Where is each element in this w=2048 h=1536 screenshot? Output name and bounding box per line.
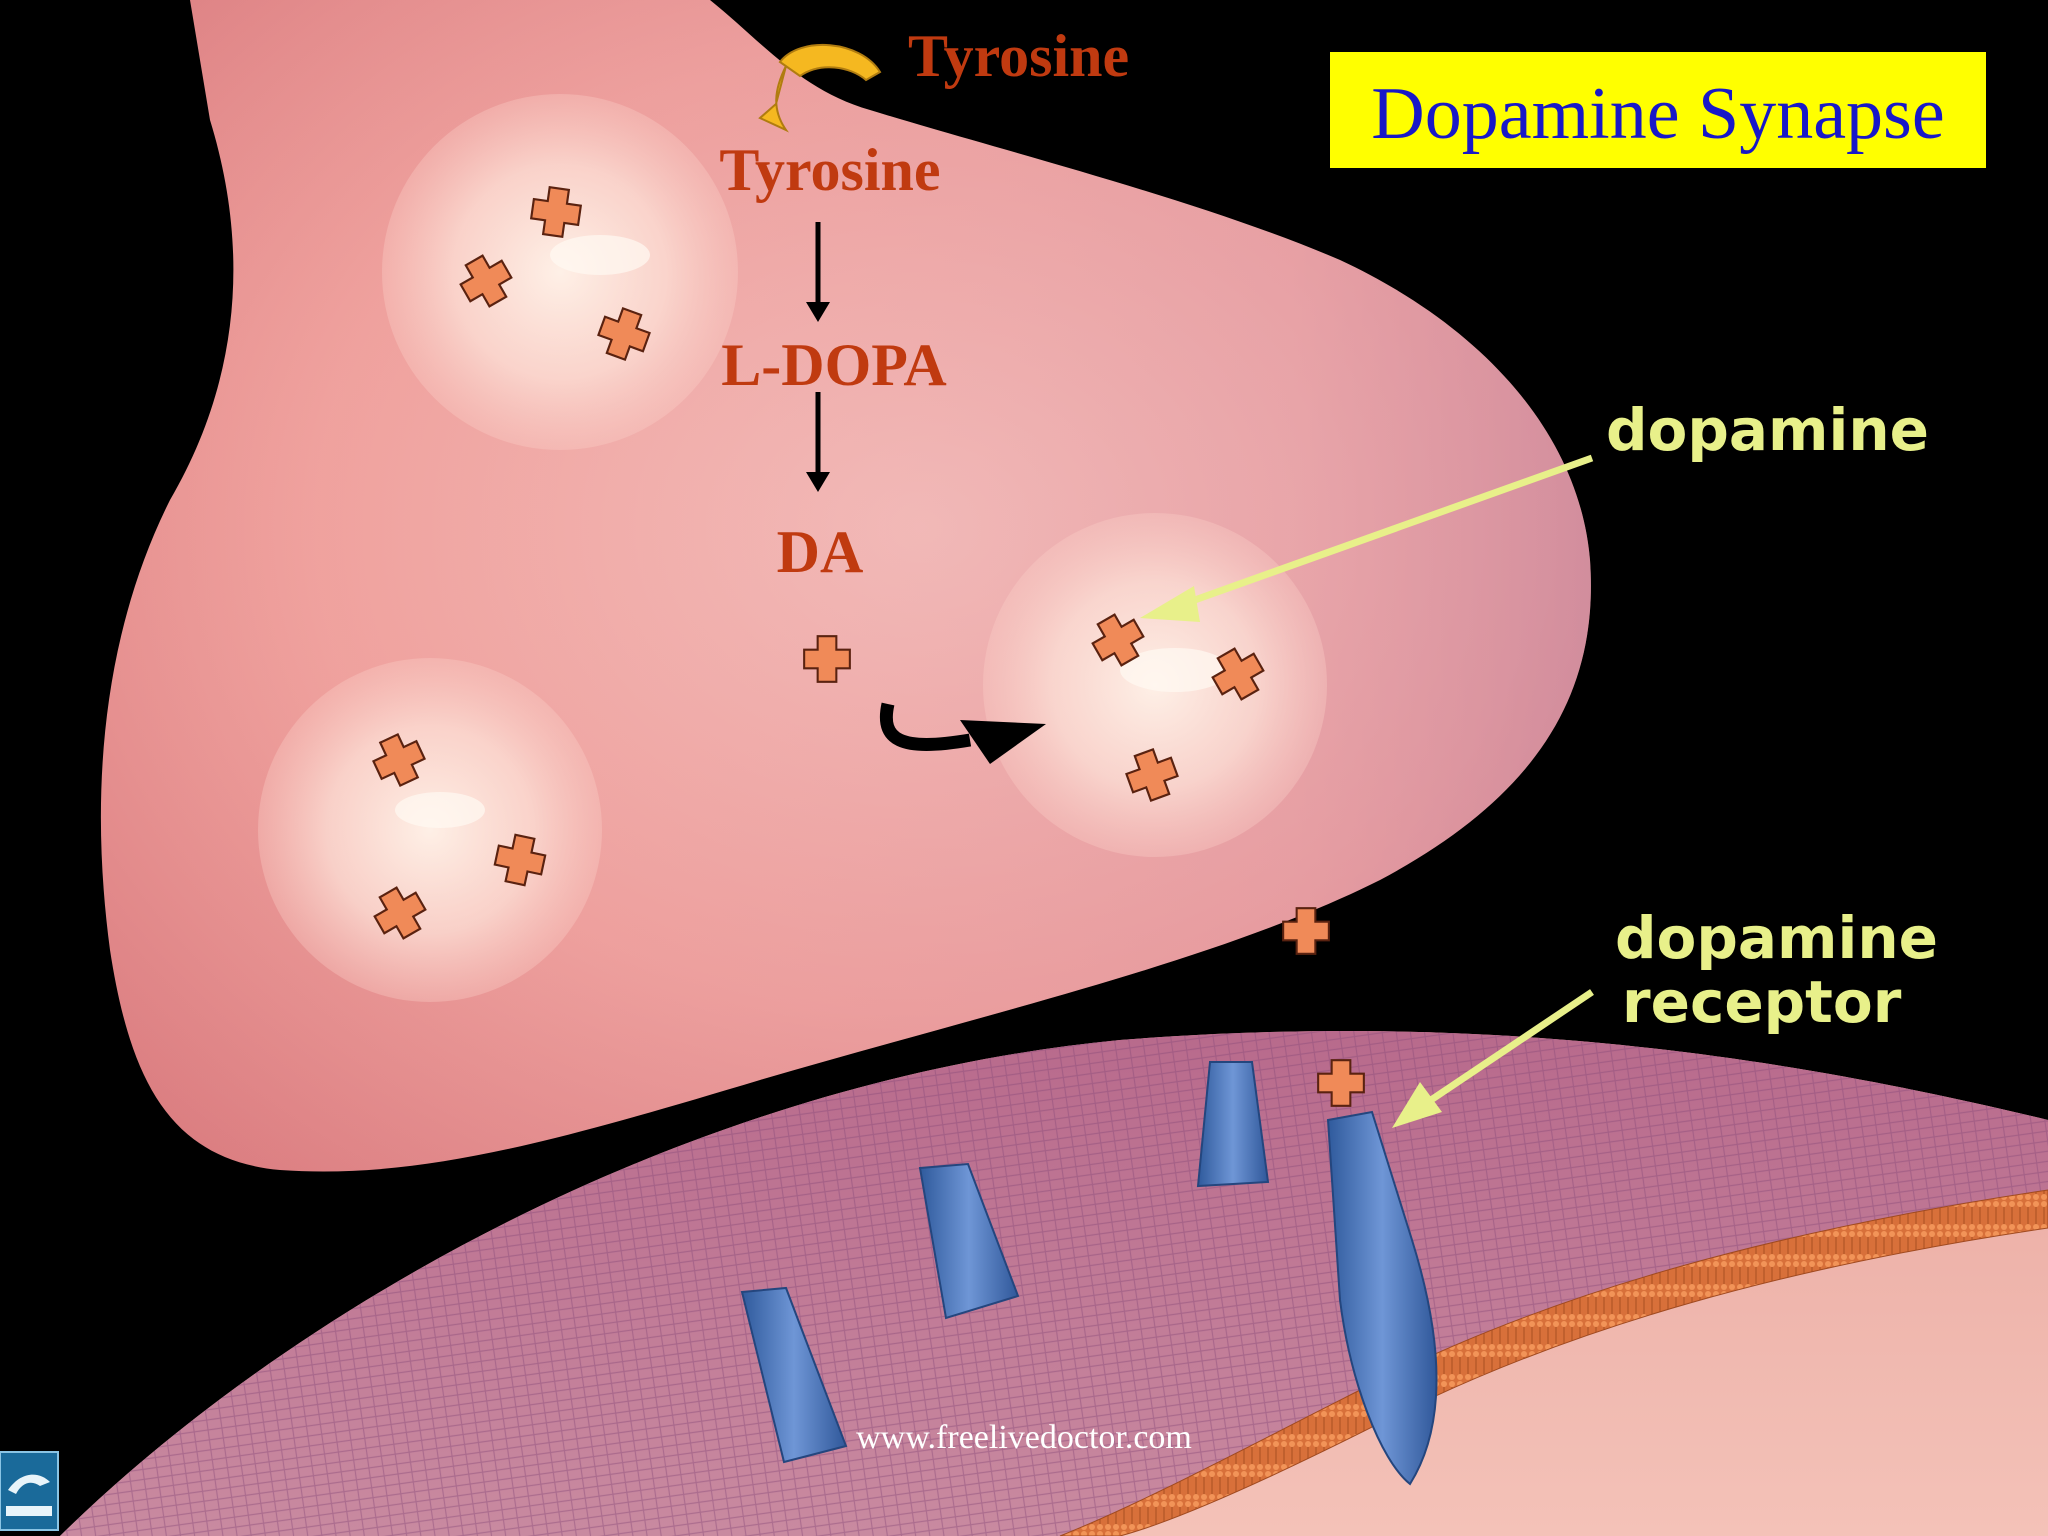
transport-arrow-icon <box>879 702 1046 764</box>
pathway-step-tyrosine: Tyrosine <box>719 137 940 203</box>
membrane-mesh <box>60 1031 2048 1536</box>
receptor-label-line2: receptor <box>1622 968 1902 1036</box>
receptor-icon <box>740 1286 848 1464</box>
receptor-label-line1: dopamine <box>1615 904 1938 972</box>
watermark: www.freelivedoctor.com <box>856 1419 1192 1456</box>
vesicle-icon <box>382 94 738 450</box>
pathway-step-ldopa: L-DOPA <box>721 332 947 398</box>
page-title: Dopamine Synapse <box>1371 73 1944 155</box>
vesicle-icon <box>983 513 1327 857</box>
dopamine-label: dopamine <box>1606 396 1929 464</box>
receptors <box>740 1061 1438 1486</box>
lipid-bilayer <box>1059 1189 2048 1536</box>
title-box: Dopamine Synapse <box>1330 52 1986 168</box>
receptor-icon <box>1196 1061 1270 1188</box>
callout-arrows <box>1140 454 1594 1128</box>
receptor-icon <box>1326 1110 1438 1486</box>
pathway-step-da: DA <box>777 519 864 585</box>
vesicle-icon <box>258 658 602 1002</box>
receptor-icon <box>918 1162 1020 1320</box>
logo-icon <box>0 1451 59 1531</box>
external-tyrosine-label: Tyrosine <box>908 23 1129 89</box>
uptake-arrow-icon <box>758 43 882 133</box>
pathway-arrows <box>806 222 830 492</box>
